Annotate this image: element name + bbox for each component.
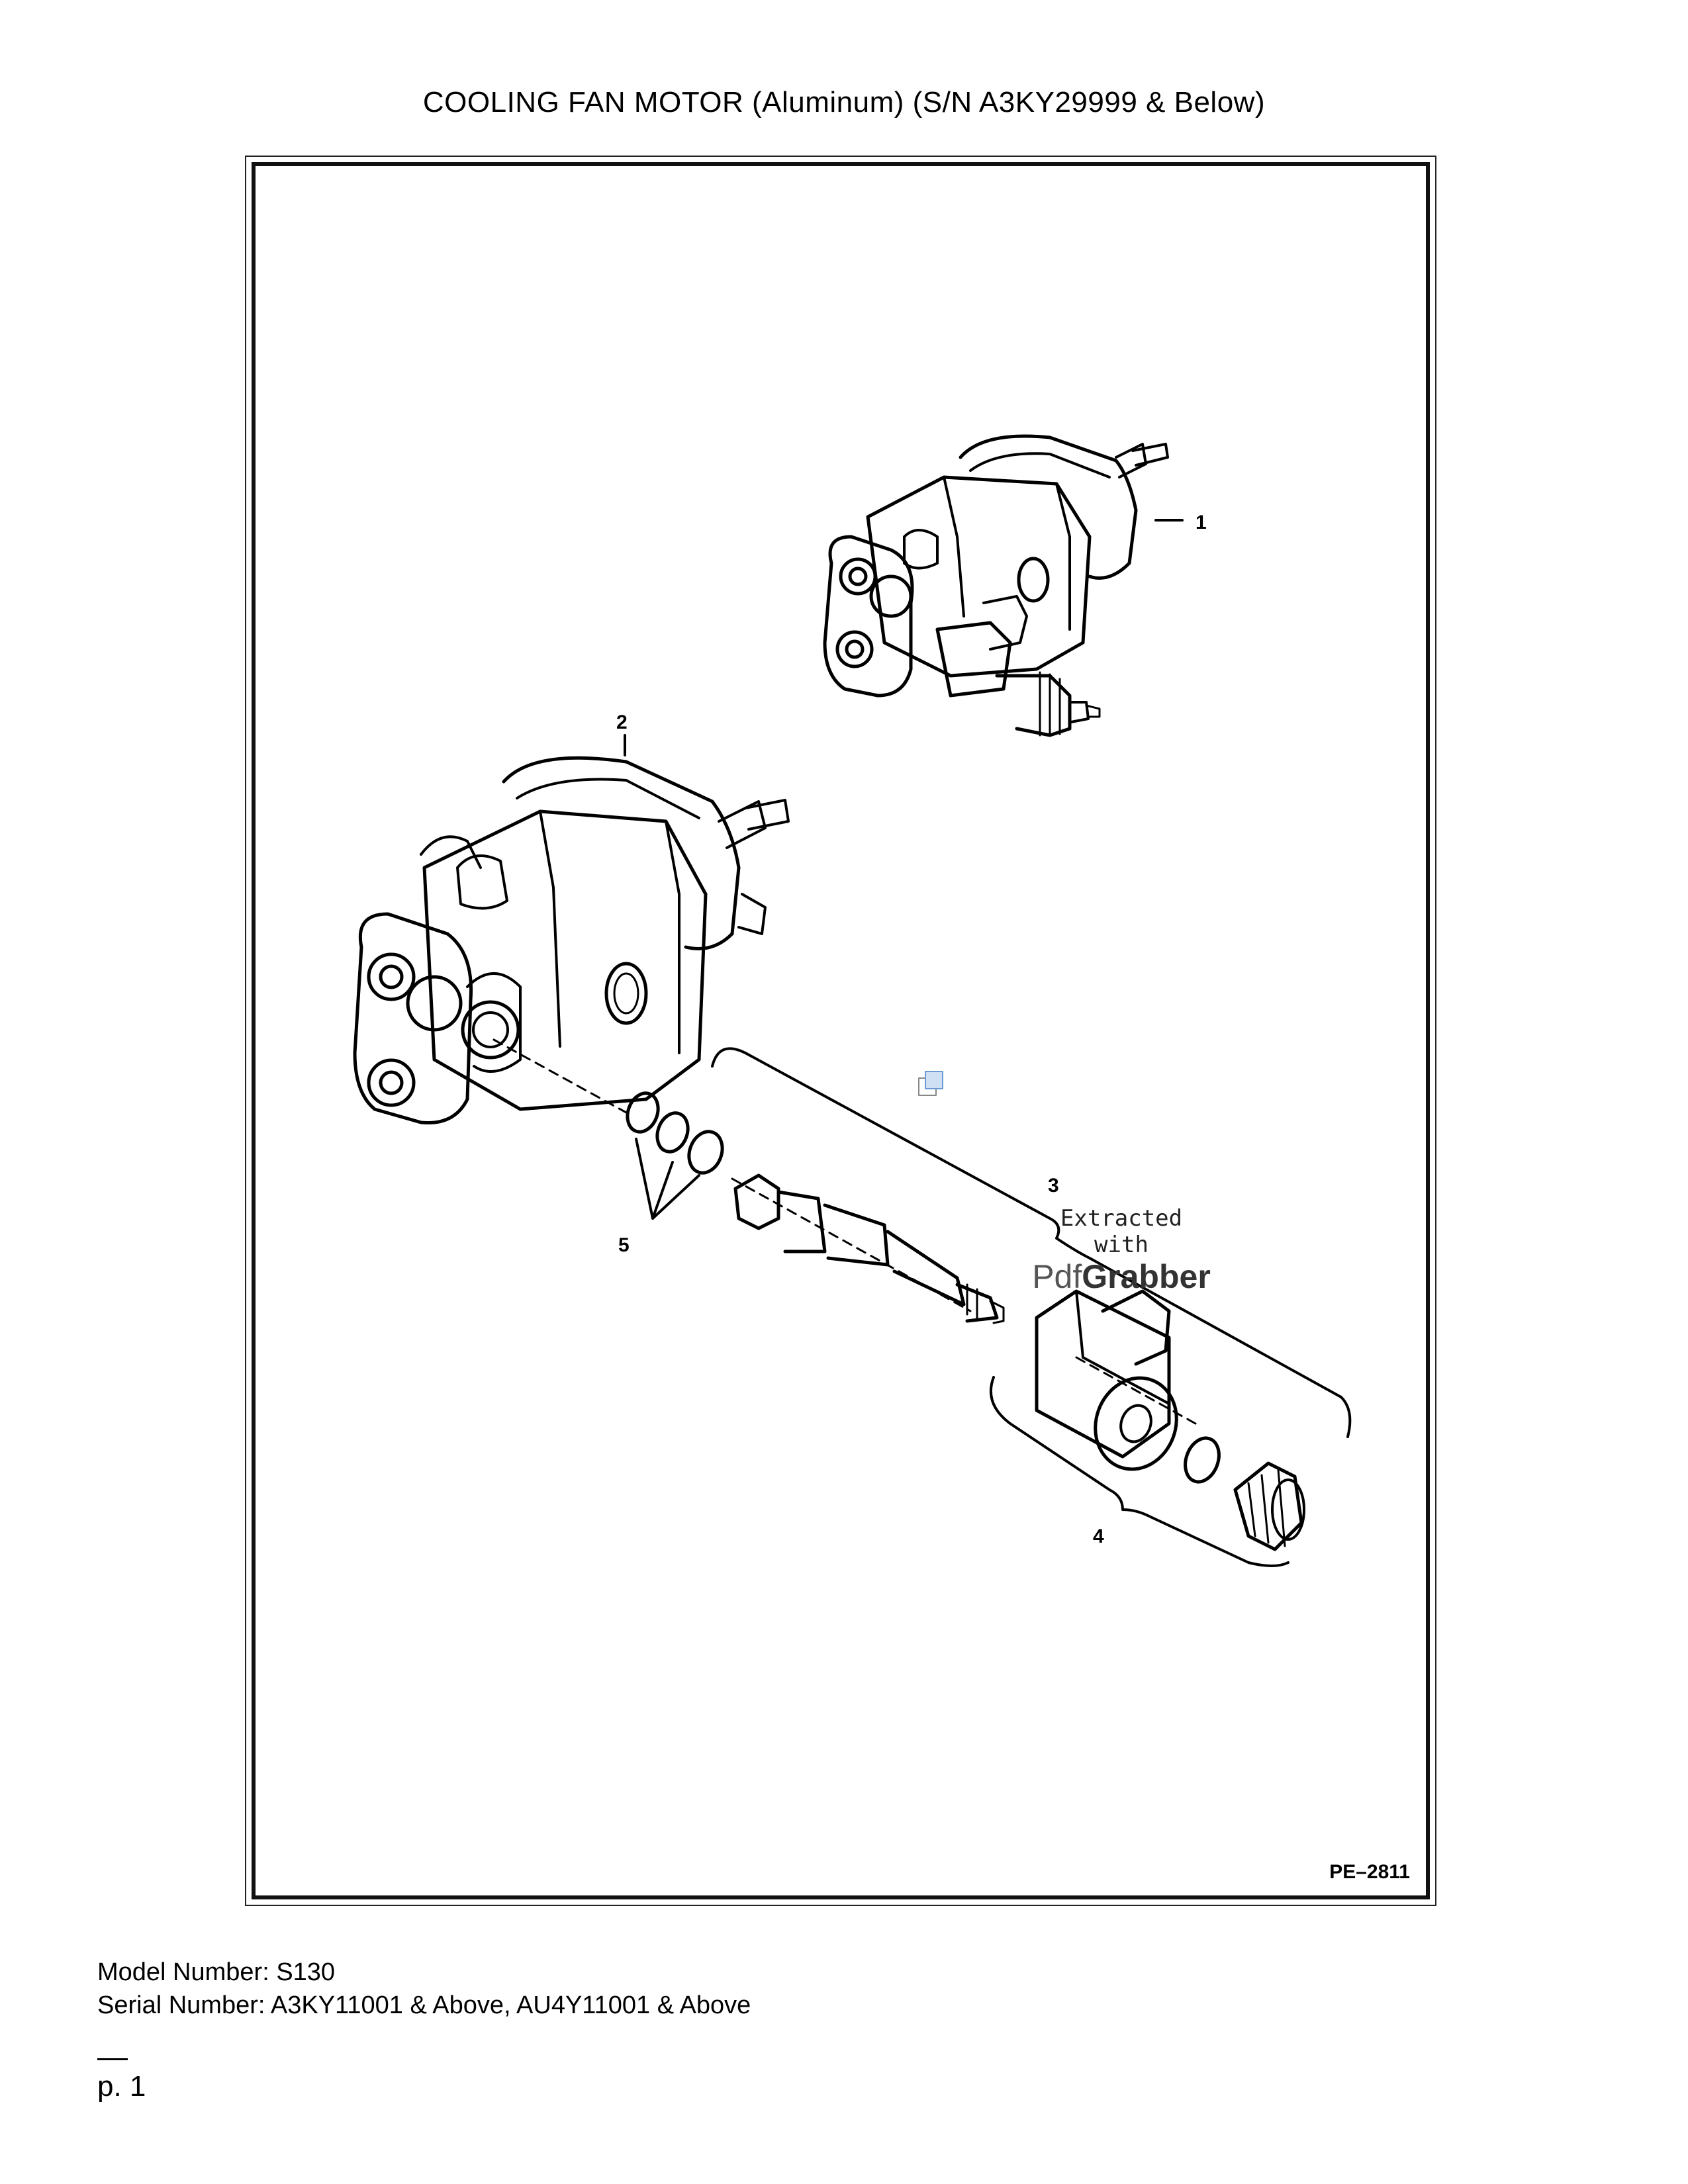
cartridge-valve [733,1173,1005,1324]
motor-body-large [353,756,790,1125]
callout-2: 2 [616,711,628,733]
figure-frame-inner: 1 2 [252,162,1430,1899]
callout-5: 5 [618,1234,630,1256]
model-number: Model Number: S130 [97,1958,336,1986]
watermark-brand-light: Pdf [1032,1258,1082,1295]
watermark-brand-bold: Grabber [1082,1258,1211,1295]
callout-4: 4 [1093,1525,1104,1547]
brace-3 [711,1047,1352,1438]
watermark-line-1: Extracted [1060,1205,1183,1232]
exploded-parts-illustration: 1 2 [353,434,1352,1567]
watermark-brand: PdfGrabber [989,1258,1254,1295]
callout-3: 3 [1048,1175,1059,1197]
brace-4 [989,1376,1289,1567]
o-rings [626,1091,724,1175]
o-ring-coil [1184,1436,1221,1484]
pdfgrabber-logo-icon [918,1071,943,1096]
watermark: Extracted with PdfGrabber [989,1205,1254,1295]
figure-code: PE–2811 [1329,1861,1410,1883]
footer: Model Number: S130 Serial Number: A3KY11… [97,1956,751,2022]
leader-lines-5 [635,1138,700,1220]
serial-number: Serial Number: A3KY11001 & Above, AU4Y11… [97,1991,751,2019]
coil-nut [1233,1461,1305,1551]
callout-1: 1 [1196,512,1207,533]
page-number: p. 1 [97,2070,146,2103]
figure-frame: 1 2 [245,156,1436,1906]
solenoid-coil [1035,1289,1178,1471]
motor-assembly-small [823,434,1169,737]
page-number-rule [97,2058,128,2060]
page-title: COOLING FAN MOTOR (Aluminum) (S/N A3KY29… [422,86,1266,118]
watermark-line-2: with [1094,1232,1149,1258]
